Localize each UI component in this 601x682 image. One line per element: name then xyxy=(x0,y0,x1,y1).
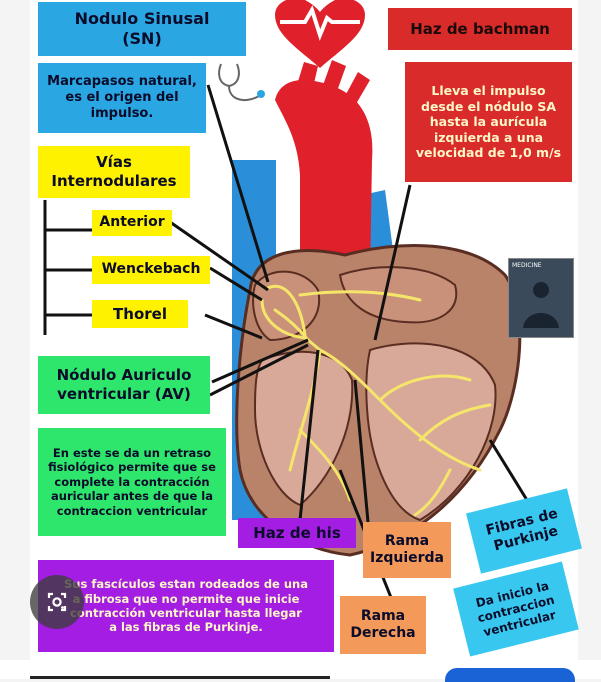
bachman-title: Haz de bachman xyxy=(388,8,572,50)
aorta-branch-3 xyxy=(344,72,370,104)
label-thorel: Thorel xyxy=(92,300,188,328)
label-rama-derecha: Rama Derecha xyxy=(340,596,426,654)
medicine-logo-icon: MEDICINE xyxy=(508,258,574,338)
doctor-figure-icon xyxy=(509,272,573,332)
lens-glyph-icon xyxy=(45,590,69,614)
av-description: En este se da un retraso fisiológico per… xyxy=(38,428,226,536)
logo-text: MEDICINE xyxy=(509,259,573,272)
sn-title: Nodulo Sinusal (SN) xyxy=(38,2,246,56)
av-title: Nódulo Auriculo ventricular (AV) xyxy=(38,356,210,414)
label-wenckebach: Wenckebach xyxy=(92,256,210,284)
footer-action-button[interactable] xyxy=(445,668,575,682)
heart-pulse-icon xyxy=(270,0,370,70)
google-lens-icon[interactable] xyxy=(30,575,84,629)
stethoscope-icon xyxy=(215,60,270,110)
sn-description: Marcapasos natural, es el origen del imp… xyxy=(38,63,206,133)
label-haz-de-his: Haz de his xyxy=(238,518,356,548)
bachman-description: Lleva el impulso desde el nódulo SA hast… xyxy=(405,62,572,182)
label-anterior: Anterior xyxy=(92,210,172,236)
label-rama-izquierda: Rama Izquierda xyxy=(363,522,451,578)
vias-internodulares: Vías Internodulares xyxy=(38,146,190,198)
